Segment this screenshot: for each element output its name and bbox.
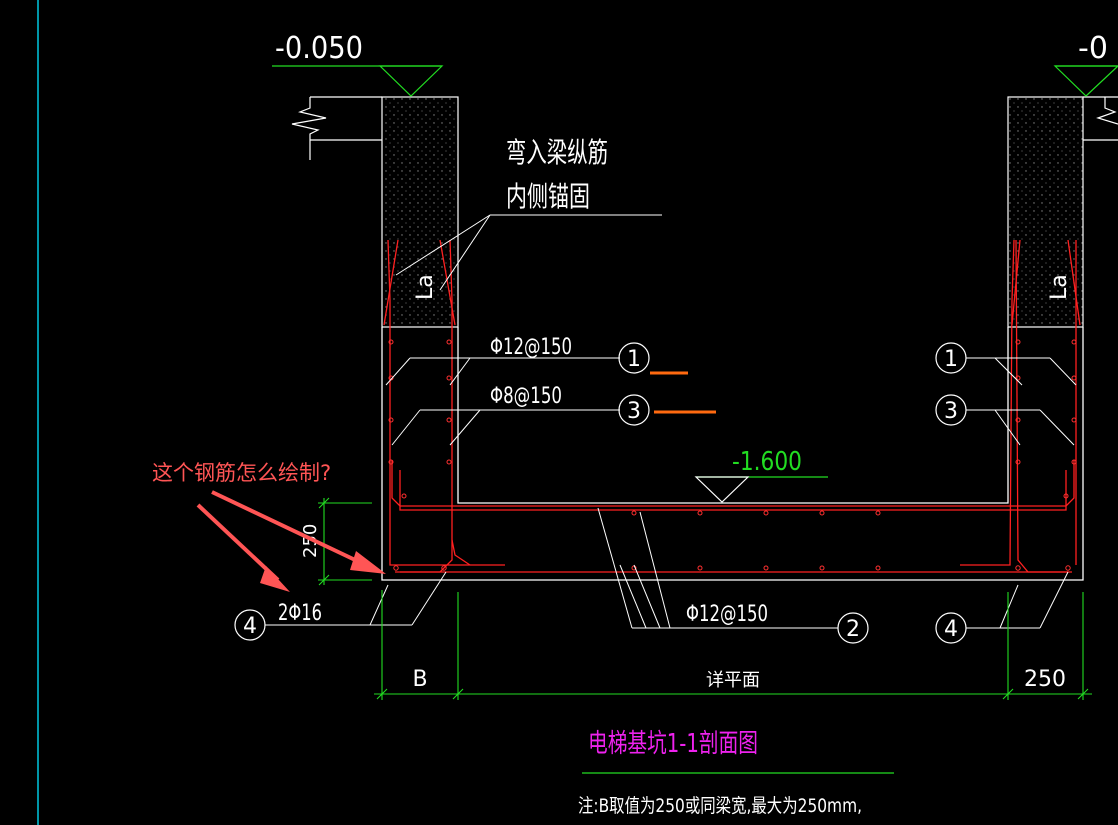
bar3-spec: Φ8@150 bbox=[490, 384, 562, 409]
elevation-bottom-text: -1.600 bbox=[732, 447, 802, 477]
mark-1-right: 1 bbox=[944, 347, 958, 372]
rebar-dots bbox=[388, 339, 1077, 571]
pit-section-outline bbox=[381, 327, 1084, 581]
drawing-note: 注:B取值为250或同梁宽,最大为250mm, bbox=[578, 795, 862, 817]
dim-250-right: 250 bbox=[1024, 667, 1066, 692]
left-beam bbox=[291, 96, 459, 328]
question-annotation: 这个钢筋怎么绘制? bbox=[152, 461, 386, 592]
mark-2: 2 bbox=[846, 617, 860, 642]
question-text: 这个钢筋怎么绘制? bbox=[152, 461, 331, 485]
callout-line-2: 内侧锚固 bbox=[506, 180, 590, 213]
leader-lines bbox=[265, 214, 1077, 629]
mark-3-left: 3 bbox=[627, 399, 641, 424]
mark-3-right: 3 bbox=[944, 399, 958, 424]
right-beam bbox=[1007, 96, 1118, 328]
elevation-top-left-text: -0.050 bbox=[275, 31, 363, 66]
elevation-marker-top-left: -0.050 bbox=[272, 31, 444, 97]
mark-4-left: 4 bbox=[243, 614, 257, 639]
mark-4-right: 4 bbox=[944, 617, 958, 642]
callout-line-1: 弯入梁纵筋 bbox=[506, 136, 608, 169]
bar2-spec: Φ12@150 bbox=[686, 602, 768, 627]
dimension-lines bbox=[318, 497, 1092, 700]
elevation-top-right-text: -0 bbox=[1078, 31, 1108, 66]
la-label-left: La bbox=[413, 274, 438, 300]
elevation-marker-top-right: -0 bbox=[1053, 31, 1118, 97]
la-label-right: La bbox=[1047, 274, 1072, 300]
elevation-marker-bottom: -1.600 bbox=[694, 447, 828, 503]
bar1-spec: Φ12@150 bbox=[490, 335, 572, 360]
rebar-lines bbox=[383, 239, 1081, 573]
mark-1-left: 1 bbox=[627, 347, 641, 372]
mark-circles bbox=[234, 342, 967, 644]
drawing-title: 电梯基坑1-1剖面图 bbox=[588, 729, 758, 759]
bar4-spec: 2Φ16 bbox=[278, 601, 322, 626]
dim-B: B bbox=[412, 667, 427, 692]
dim-plan: 详平面 bbox=[706, 670, 760, 691]
